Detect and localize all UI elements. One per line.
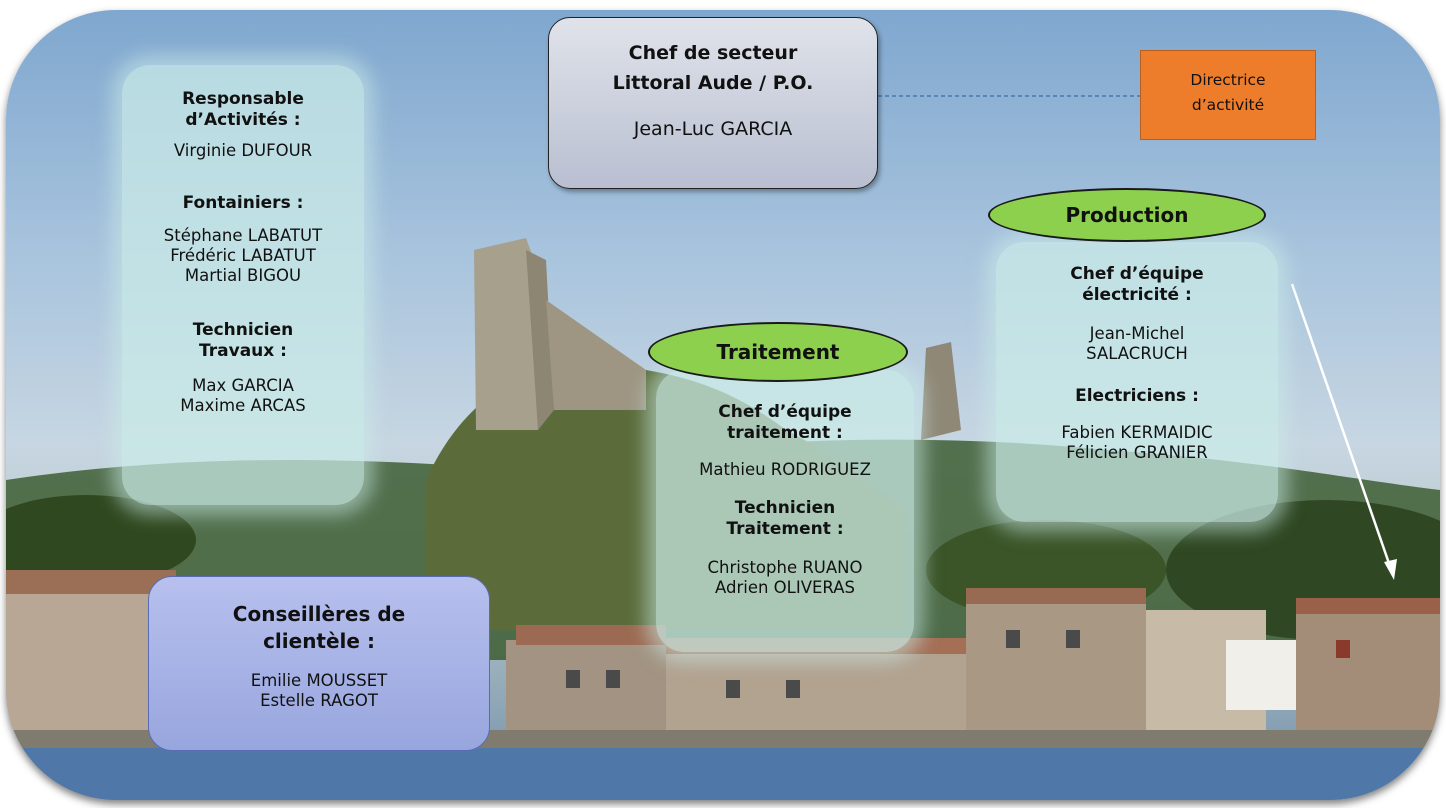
directrice-line1: Directrice <box>1190 71 1266 89</box>
fontainiers-heading: Fontainiers : <box>182 193 304 213</box>
traitement-oval: Traitement <box>648 322 908 382</box>
chef-title-line2: Littoral Aude / P.O. <box>612 72 814 94</box>
conseilleres-heading-2: clientèle : <box>263 629 375 653</box>
technicien-travaux-heading-1: Technicien <box>192 320 294 340</box>
conseillere-name: Estelle RAGOT <box>260 691 378 710</box>
technicien-travaux-name: Max GARCIA <box>192 376 294 395</box>
technicien-traitement-heading-1: Technicien <box>734 498 836 518</box>
chef-electricite-name-2: SALACRUCH <box>1086 344 1188 363</box>
chef-electricite-heading-2: électricité : <box>1082 285 1192 305</box>
chef-secteur-box: Chef de secteur Littoral Aude / P.O. Jea… <box>548 17 878 189</box>
electricien-name: Fabien KERMAIDIC <box>1061 423 1213 442</box>
chef-traitement-heading-2: traitement : <box>727 423 843 443</box>
directrice-box: Directrice d’activité <box>1140 50 1316 140</box>
technicien-travaux-name: Maxime ARCAS <box>180 396 306 415</box>
fontainier-name: Stéphane LABATUT <box>163 226 323 245</box>
production-oval: Production <box>988 188 1266 242</box>
directrice-line2: d’activité <box>1191 96 1265 114</box>
chef-traitement-heading-1: Chef d’équipe <box>718 402 852 422</box>
electricien-name: Félicien GRANIER <box>1066 443 1208 462</box>
chef-title-line1: Chef de secteur <box>628 42 798 64</box>
conseilleres-heading-1: Conseillères de <box>232 602 406 626</box>
chef-name: Jean-Luc GARCIA <box>633 118 793 140</box>
white-arrow-head <box>1384 559 1397 580</box>
white-arrow-line <box>1290 283 1394 573</box>
traitement-panel: Chef d’équipe traitement : Mathieu RODRI… <box>656 370 914 652</box>
fontainier-name: Frédéric LABATUT <box>170 246 316 265</box>
production-panel: Chef d’équipe électricité : Jean-Michel … <box>996 242 1278 522</box>
chef-traitement-name: Mathieu RODRIGUEZ <box>699 460 871 479</box>
technicien-travaux-heading-2: Travaux : <box>199 341 287 361</box>
responsable-panel: Responsable d’Activités : Virginie DUFOU… <box>122 65 364 505</box>
conseillere-name: Emilie MOUSSET <box>250 671 388 690</box>
fontainier-name: Martial BIGOU <box>184 266 302 285</box>
responsable-heading-1: Responsable <box>182 89 304 109</box>
technicien-traitement-name: Adrien OLIVERAS <box>714 578 855 597</box>
responsable-heading-2: d’Activités : <box>185 110 301 130</box>
conseilleres-box: Conseillères de clientèle : Emilie MOUSS… <box>148 576 490 751</box>
chef-electricite-name-1: Jean-Michel <box>1089 324 1185 343</box>
responsable-name: Virginie DUFOUR <box>173 141 313 160</box>
technicien-traitement-name: Christophe RUANO <box>707 558 863 577</box>
technicien-traitement-heading-2: Traitement : <box>726 519 844 539</box>
electriciens-heading: Electriciens : <box>1075 386 1199 406</box>
chef-electricite-heading-1: Chef d’équipe <box>1070 264 1204 284</box>
